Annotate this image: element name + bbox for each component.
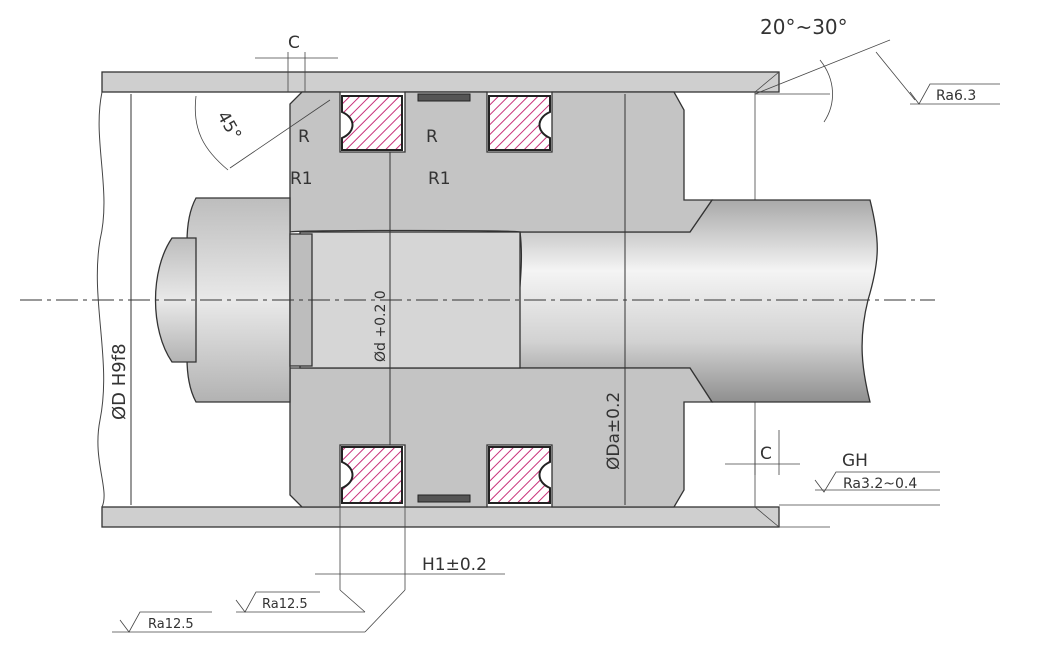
- roughness-symbol-low: [119, 611, 212, 633]
- dim-45-leader: [229, 99, 331, 169]
- label-radius-r1-left: R1: [290, 169, 313, 189]
- seal-top-right: [488, 95, 551, 151]
- drawing-labels: C C 20°~30° 45° Ra6.3 R R R1 R1 ØD H9f8 …: [109, 15, 976, 632]
- roughness-symbol-mid: [235, 591, 320, 613]
- roughness-symbols: [119, 83, 1000, 633]
- wear-ring-top: [417, 93, 471, 102]
- leader-ra12-low: [364, 589, 406, 633]
- leader-ra12-mid: [339, 589, 366, 613]
- label-roughness-right: Ra3.2~0.4: [843, 476, 917, 492]
- wear-ring-bottom: [417, 494, 471, 503]
- label-h1: H1±0.2: [422, 555, 487, 575]
- label-radius-r1-right: R1: [428, 169, 451, 189]
- dim-chamfer-slope: [754, 39, 891, 95]
- label-radius-r-right: R: [426, 127, 438, 147]
- label-roughness-mid: Ra12.5: [262, 597, 308, 612]
- label-radius-r-left: R: [298, 127, 310, 147]
- label-outer-diameter: ØDa±0.2: [604, 392, 624, 470]
- label-c-right: C: [760, 444, 772, 464]
- label-roughness-top: Ra6.3: [936, 88, 976, 104]
- housing-top-wall: [101, 71, 780, 93]
- roughness-symbol-top: [909, 83, 1000, 105]
- leader-ra63-slope: [875, 51, 916, 101]
- cylinder-housing: [96, 71, 780, 528]
- piston-body: [289, 91, 714, 508]
- label-c-top: C: [288, 33, 300, 53]
- seal-rings: [341, 93, 551, 504]
- label-roughness-low: Ra12.5: [148, 617, 194, 632]
- label-gh: GH: [842, 451, 868, 471]
- dim-chamfer-arc: [819, 59, 833, 123]
- dimension-lines: [112, 39, 1000, 633]
- dim-45-arc: [194, 95, 229, 171]
- seal-bottom-left: [341, 446, 403, 504]
- label-groove-diameter: Ød +0.2 0: [373, 290, 389, 362]
- roughness-symbol-right: [814, 471, 940, 493]
- seal-bottom-right: [488, 446, 551, 504]
- piston-lower-half: [289, 367, 714, 508]
- label-45-angle: 45°: [213, 108, 245, 144]
- label-bore-diameter: ØD H9f8: [109, 343, 130, 420]
- housing-bottom-wall: [101, 506, 780, 528]
- seal-top-left: [341, 95, 403, 151]
- label-chamfer-angle: 20°~30°: [760, 15, 848, 39]
- piston-upper-half: [289, 91, 714, 233]
